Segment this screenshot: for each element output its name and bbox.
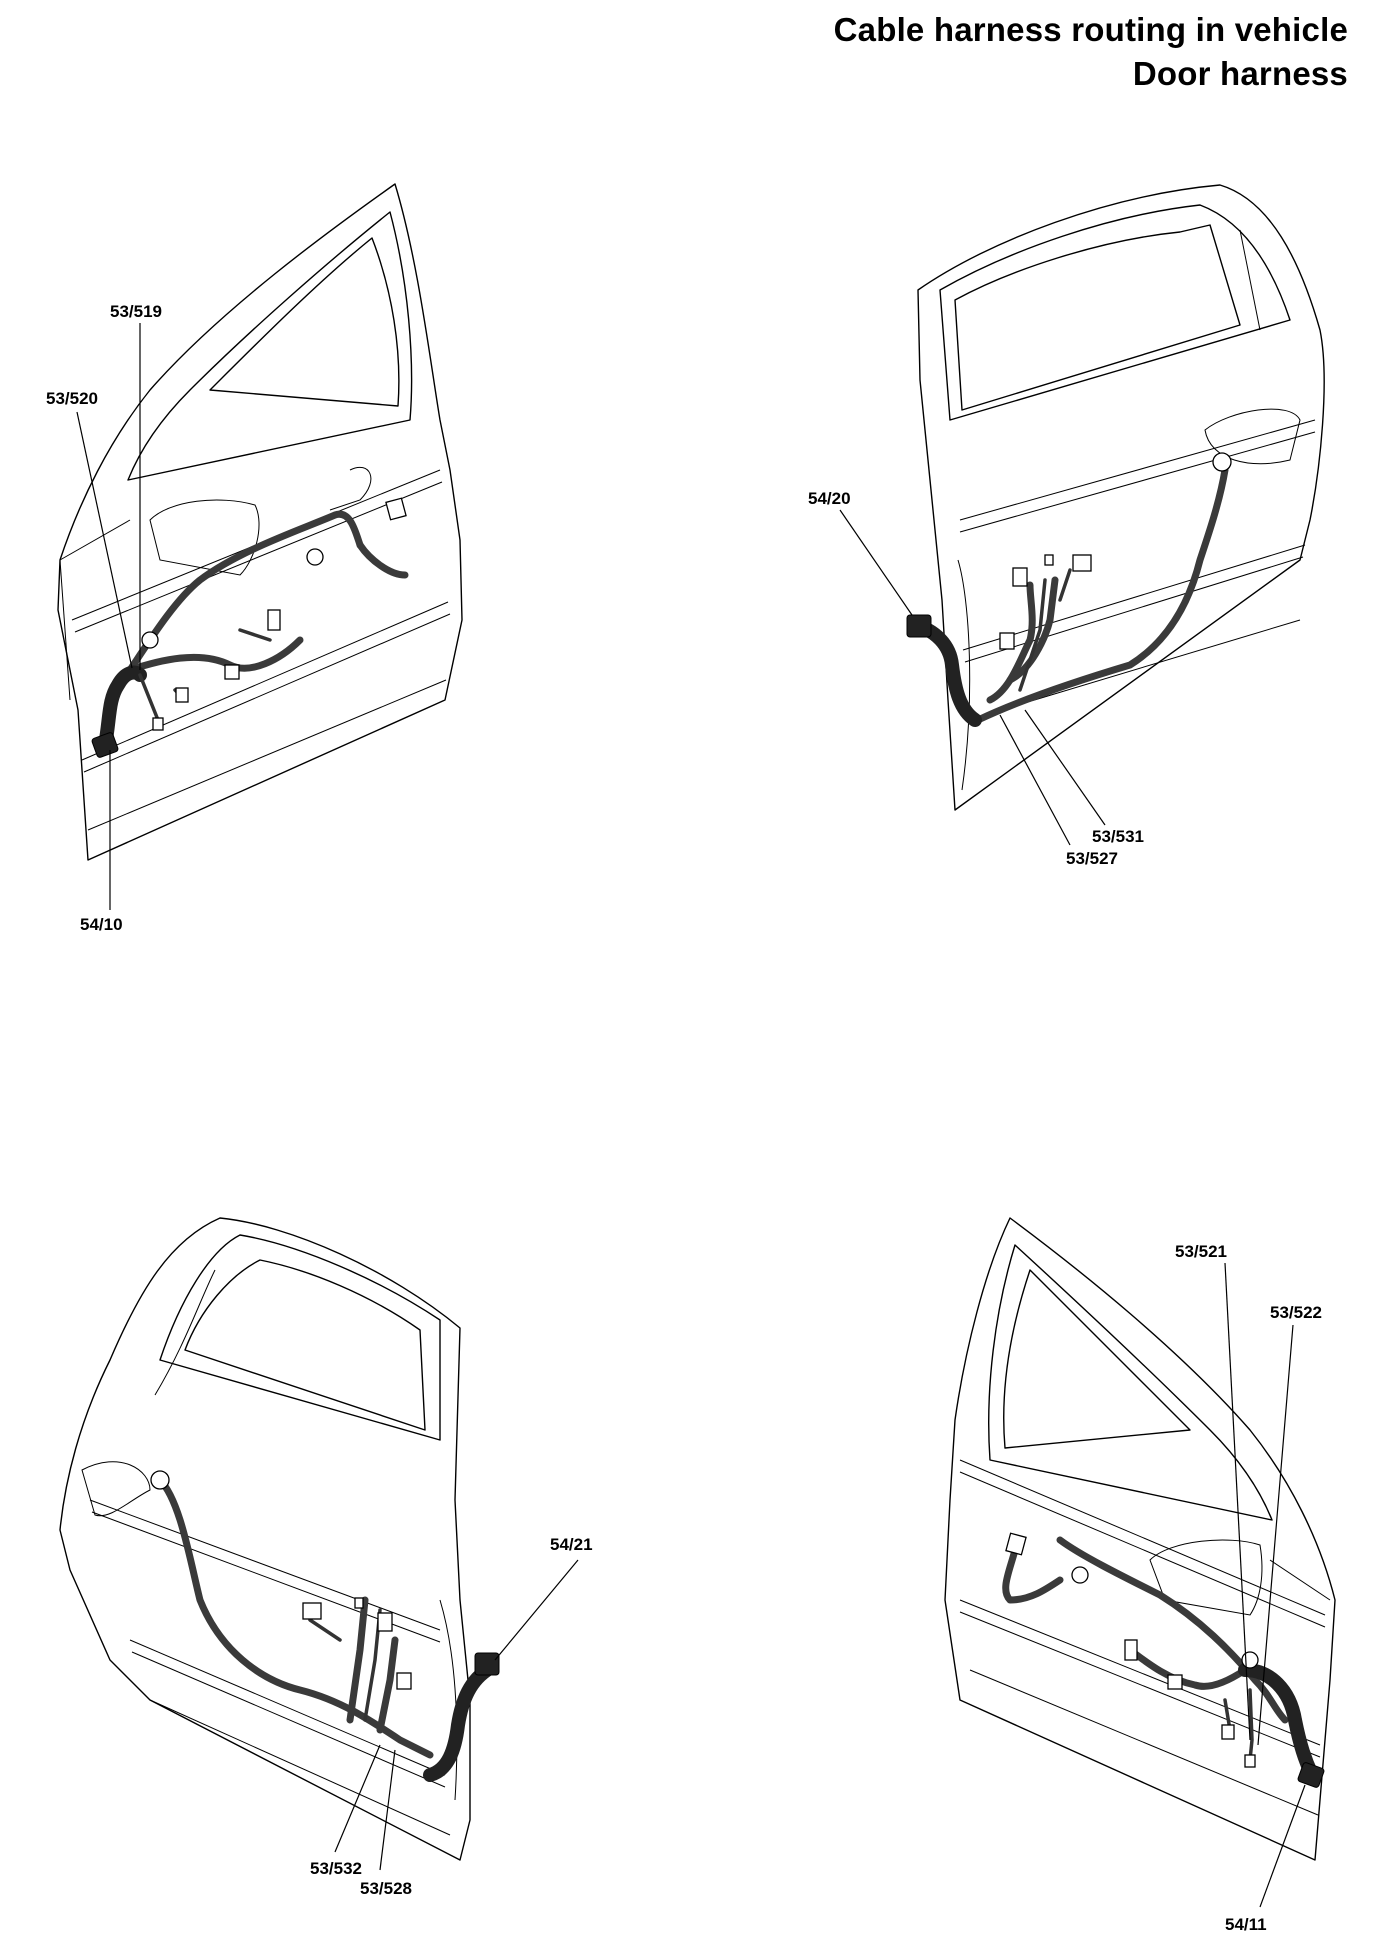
label-53-521: 53/521 <box>1175 1242 1227 1261</box>
label-53-520: 53/520 <box>46 389 98 408</box>
label-54-21: 54/21 <box>550 1535 593 1554</box>
label-54-10: 54/10 <box>80 915 123 934</box>
label-53-519: 53/519 <box>110 302 162 321</box>
front-left-door: 53/519 53/520 54/10 <box>46 183 463 934</box>
label-53-532: 53/532 <box>310 1859 362 1878</box>
label-53-528: 53/528 <box>360 1879 412 1898</box>
label-53-522: 53/522 <box>1270 1303 1322 1322</box>
label-53-527: 53/527 <box>1066 849 1118 868</box>
front-right-door: 53/521 53/522 54/11 <box>944 1217 1336 1934</box>
label-54-11: 54/11 <box>1225 1915 1267 1934</box>
diagram-title: Cable harness routing in vehicle Door ha… <box>834 8 1348 96</box>
label-53-531: 53/531 <box>1092 827 1144 846</box>
title-line-2: Door harness <box>1132 55 1348 92</box>
rear-right-door: 54/21 53/532 53/528 <box>59 1217 593 1898</box>
rear-left-door: 54/20 53/531 53/527 <box>808 184 1325 868</box>
label-54-20: 54/20 <box>808 489 851 508</box>
title-line-1: Cable harness routing in vehicle <box>833 11 1348 48</box>
